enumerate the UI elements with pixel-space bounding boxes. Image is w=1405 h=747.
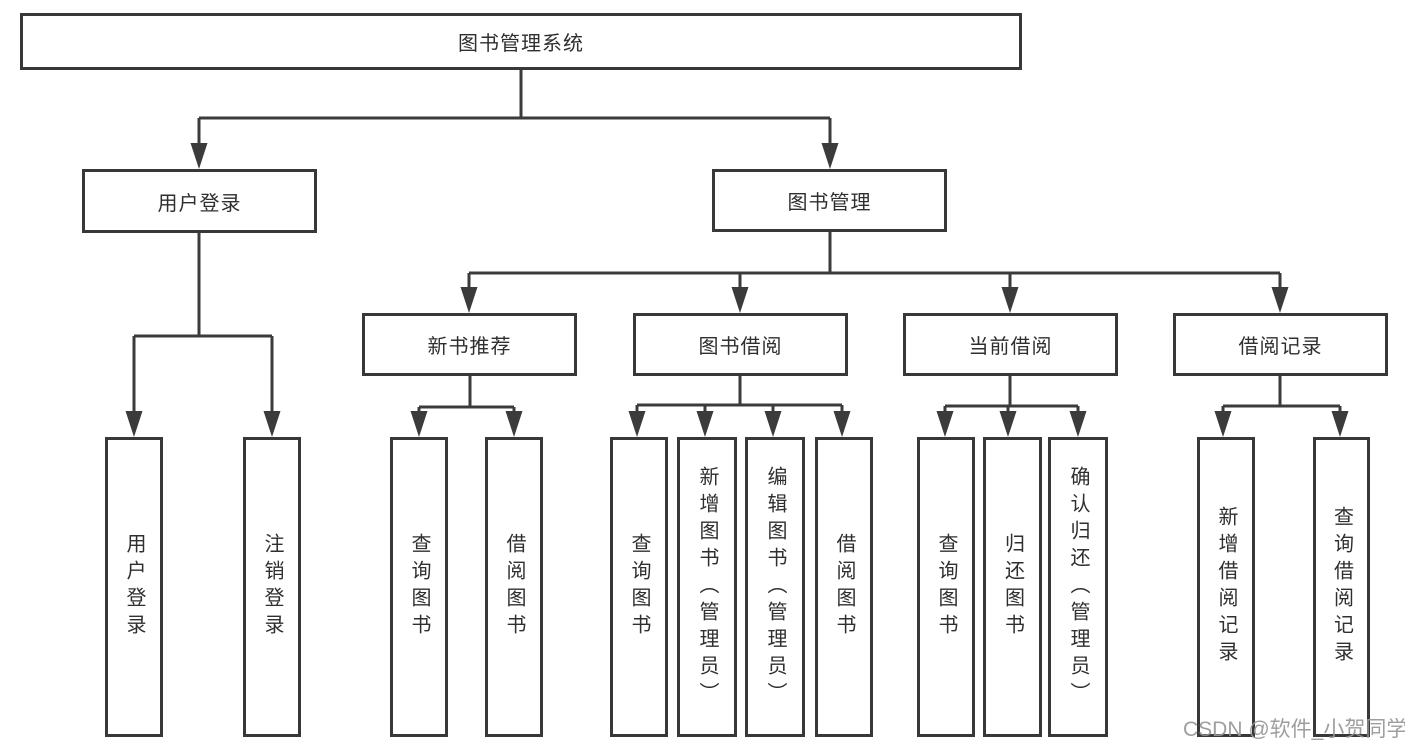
leaf-bb-add-book-admin: 新增图书（管理员） (677, 437, 737, 737)
arrowhead (628, 411, 646, 437)
arrowhead (263, 411, 281, 437)
arrowhead (1331, 411, 1349, 437)
node-current-borrowing-label: 当前借阅 (968, 336, 1053, 358)
csdn-watermark: CSDN @软件_小贺同学 (1183, 718, 1405, 741)
leaf-br-query-record-label: 查询借阅记录 (1330, 506, 1353, 668)
leaf-br-add-record: 新增借阅记录 (1197, 437, 1255, 737)
leaf-rec-query-book-label: 查询图书 (408, 533, 430, 641)
node-borrowing-records-label: 借阅记录 (1238, 336, 1323, 358)
node-new-book-recommendation-label: 新书推荐 (427, 336, 512, 358)
node-book-borrowing: 图书借阅 (633, 313, 848, 376)
arrowhead (410, 411, 428, 437)
leaf-cb-return-book: 归还图书 (983, 437, 1042, 737)
arrowhead (460, 287, 478, 313)
node-root-label: 图书管理系统 (458, 33, 584, 55)
node-borrowing-records: 借阅记录 (1173, 313, 1388, 376)
node-user-login-label: 用户登录 (157, 192, 242, 215)
leaf-bb-add-book-admin-label: 新增图书（管理员） (696, 465, 718, 709)
leaf-bb-query-book: 查询图书 (610, 437, 668, 737)
leaf-cb-confirm-return-admin-label: 确认归还（管理员） (1067, 465, 1089, 709)
arrowhead (731, 287, 749, 313)
leaf-logout: 注销登录 (243, 437, 301, 737)
connector-new-book-rec-children (417, 376, 516, 418)
leaf-bb-edit-book-admin-label: 编辑图书（管理员） (764, 465, 786, 709)
arrowhead (1214, 411, 1232, 437)
leaf-user-login: 用户登录 (105, 437, 163, 737)
arrowhead (764, 411, 782, 437)
leaf-cb-confirm-return-admin: 确认归还（管理员） (1048, 437, 1108, 737)
connector-book-borrow-children (635, 376, 844, 418)
arrowhead (833, 411, 851, 437)
leaf-bb-borrow-book-label: 借阅图书 (833, 533, 855, 641)
connector-borrow-record-children (1221, 376, 1342, 418)
node-new-book-recommendation: 新书推荐 (362, 313, 577, 376)
leaf-cb-query-book: 查询图书 (917, 437, 975, 737)
arrowhead (125, 411, 143, 437)
connector-user-login-children (132, 233, 274, 418)
leaf-cb-return-book-label: 归还图书 (1001, 533, 1024, 641)
leaf-rec-borrow-book: 借阅图书 (485, 437, 543, 737)
node-book-management-label: 图书管理 (787, 192, 872, 214)
leaf-user-login-label: 用户登录 (123, 533, 145, 641)
leaf-br-add-record-label: 新增借阅记录 (1215, 506, 1237, 668)
arrowhead (696, 411, 714, 437)
leaf-rec-query-book: 查询图书 (390, 437, 448, 737)
node-user-login: 用户登录 (82, 169, 317, 233)
arrowhead (821, 143, 839, 169)
leaf-br-query-record: 查询借阅记录 (1313, 437, 1370, 737)
connector-book-mgmt-to-level3 (467, 232, 1282, 295)
leaf-bb-query-book-label: 查询图书 (628, 533, 650, 641)
arrowhead (505, 411, 523, 437)
connector-root-to-level2 (197, 70, 832, 150)
node-current-borrowing: 当前借阅 (903, 313, 1118, 376)
leaf-cb-query-book-label: 查询图书 (935, 533, 957, 641)
arrowhead (190, 143, 208, 169)
node-root: 图书管理系统 (20, 13, 1022, 70)
arrowhead (1069, 411, 1087, 437)
node-book-borrowing-label: 图书借阅 (698, 336, 783, 358)
arrowhead (936, 411, 954, 437)
leaf-bb-borrow-book: 借阅图书 (815, 437, 873, 737)
leaf-rec-borrow-book-label: 借阅图书 (503, 533, 525, 641)
arrowhead (999, 411, 1017, 437)
leaf-bb-edit-book-admin: 编辑图书（管理员） (745, 437, 805, 737)
node-book-management: 图书管理 (712, 169, 947, 232)
leaf-logout-label: 注销登录 (261, 533, 283, 641)
arrowhead (1001, 287, 1019, 313)
arrowhead (1271, 287, 1289, 313)
